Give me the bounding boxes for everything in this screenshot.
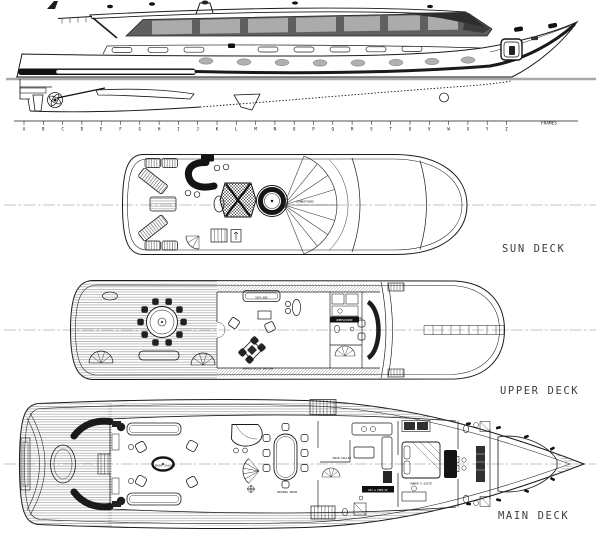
hull-portholes — [198, 56, 476, 67]
side-deck-steps — [387, 282, 405, 378]
hull-side-door — [500, 38, 523, 61]
frames-scale-letters: A B C D E F G H I J K L M N O P Q R S T U V W X Y Z — [23, 121, 508, 132]
upper-deck-label: UPPER DECK — [500, 385, 579, 397]
frame-letter: D — [81, 127, 84, 132]
frame-letter: M — [254, 127, 257, 132]
frame-letter: E — [100, 127, 103, 132]
galley: MAIN GALLEY DAY & CREW WC — [309, 399, 394, 520]
sun-deck-bar — [184, 154, 230, 213]
frame-letter: B — [42, 127, 45, 132]
deck-cleat — [228, 43, 235, 48]
main-deck-plan: MAIN SALOON DINING ROOM — [4, 398, 596, 530]
sofa-bed: SOFA BED — [242, 290, 281, 302]
frame-letter: K — [216, 127, 219, 132]
sun-deck-stairs — [185, 228, 242, 250]
spiral-stair-pantry — [334, 345, 356, 357]
wardrobe — [476, 446, 485, 482]
card-table — [238, 336, 266, 364]
frames-scale: A B C D E F G H I J K L M N O P Q R S T U V W X Y Z FRAMES — [14, 121, 578, 132]
frame-letter: H — [158, 127, 161, 132]
bulwark-windows — [111, 46, 423, 53]
main-saloon-label: MAIN SALOON — [155, 464, 175, 468]
sofa-bed-label: SOFA BED — [255, 295, 268, 299]
upper-deck-plan: SOFA BED UPPER DECK SALOON WHEELHOUSE — [4, 279, 596, 397]
sunbathing-area — [283, 155, 349, 255]
main-galley-label: MAIN GALLEY — [333, 456, 352, 460]
owners-suite-label: OWNER'S SUITE — [410, 482, 432, 486]
dining-room-label: DINING ROOM — [277, 490, 297, 494]
frame-letter: J — [196, 127, 199, 132]
aft-settee-port — [70, 417, 114, 440]
superstructure-side — [47, 0, 493, 39]
sun-deck-plan: SUNBATHING SUN DECK — [4, 154, 596, 255]
frame-letter: V — [428, 127, 431, 132]
bow-sunpad — [497, 435, 558, 493]
frame-letter: A — [23, 127, 26, 132]
spiral-stair-stbd — [190, 352, 216, 366]
roof-equipment — [107, 1, 433, 9]
main-deck-label: MAIN DECK — [498, 510, 569, 522]
frame-letter: Y — [486, 127, 489, 132]
frame-letter: U — [409, 127, 412, 132]
sunbathing-label: SUNBATHING — [296, 200, 314, 204]
coachroof-walkway — [423, 325, 505, 335]
aft-settee-stbd — [70, 488, 114, 511]
frame-letter: X — [467, 127, 470, 132]
frame-letter: S — [370, 127, 373, 132]
aft-deck-seat — [102, 291, 118, 301]
frame-letter: Z — [505, 127, 508, 132]
owners-bed — [401, 441, 441, 479]
owners-suite: OWNER'S SUITE — [397, 420, 491, 507]
tv-console — [444, 450, 457, 478]
aft-deck-dining — [50, 444, 76, 484]
sun-deck-label: SUN DECK — [502, 243, 565, 255]
frame-letter: O — [293, 127, 296, 132]
frame-letter: G — [139, 127, 142, 132]
jacuzzi — [219, 182, 257, 218]
dining-table — [262, 423, 309, 489]
frame-letter: P — [312, 127, 315, 132]
upper-saloon-label: UPPER DECK SALOON — [243, 367, 274, 371]
wheelhouse-label: WHEELHOUSE — [336, 318, 353, 322]
frame-letter: R — [351, 127, 354, 132]
profile-view: A B C D E F G H I J K L M N O P Q R S T U V W X Y Z FRAMES — [6, 0, 596, 132]
frame-letter: L — [235, 127, 238, 132]
spiral-stair-galley — [321, 467, 341, 478]
frame-letter: N — [274, 127, 277, 132]
underwater-gear — [19, 79, 512, 113]
dining-room: DINING ROOM — [231, 423, 309, 494]
frame-letter: Q — [332, 127, 335, 132]
aft-deck-table — [137, 298, 187, 346]
frame-letter: T — [389, 127, 392, 132]
frames-label: FRAMES — [541, 121, 557, 127]
day-crew-wc-label: DAY & CREW WC — [368, 488, 388, 492]
bow-area — [449, 422, 558, 506]
bow-fittings — [514, 22, 558, 41]
spiral-stair-port — [88, 350, 114, 364]
frame-letter: C — [61, 127, 64, 132]
aft-bench — [138, 350, 180, 361]
spa-pool — [256, 185, 288, 217]
frame-letter: I — [177, 127, 180, 132]
frame-letter: F — [119, 127, 122, 132]
hull-side — [16, 20, 579, 78]
sun-deck-outline — [121, 154, 468, 255]
main-saloon: MAIN SALOON — [111, 421, 198, 507]
sun-loungers — [138, 158, 178, 251]
wheelhouse: WHEELHOUSE — [330, 300, 381, 360]
frame-letter: W — [447, 127, 450, 132]
